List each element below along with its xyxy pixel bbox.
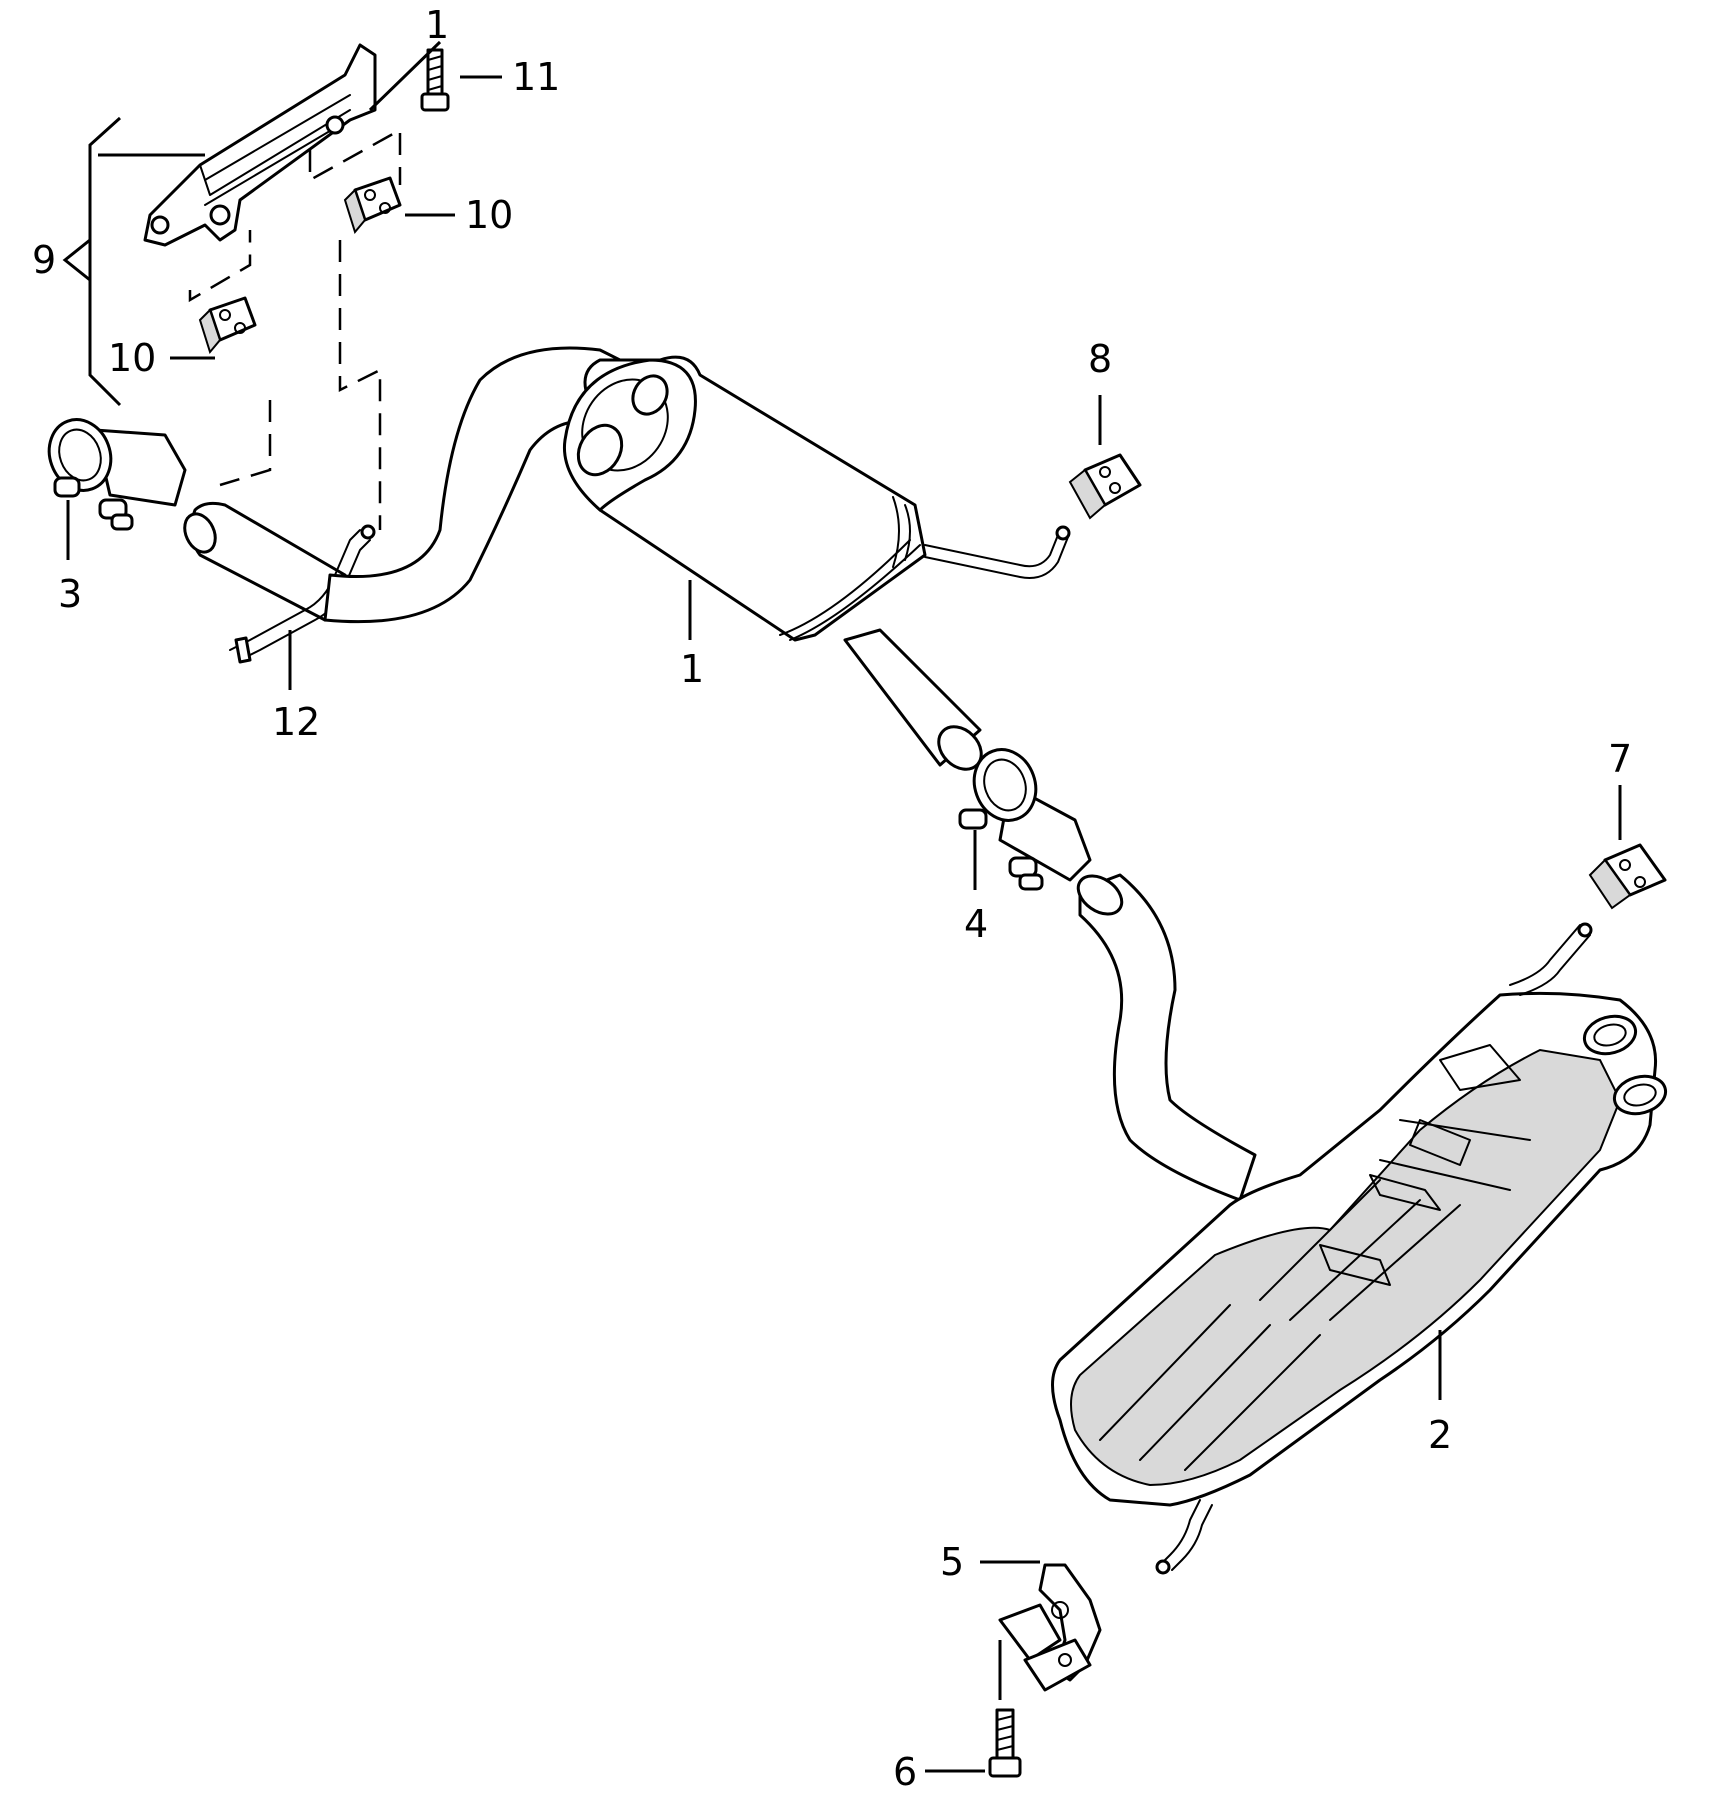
callout-8: 8 [1088, 337, 1112, 381]
silencer-outlet-pipe [843, 628, 983, 771]
bolt-11 [420, 48, 450, 112]
callout-11: 11 [512, 55, 560, 99]
clamp-3 [47, 418, 187, 531]
bolt-6 [988, 1708, 1022, 1778]
bracket-5 [998, 1563, 1102, 1692]
rear-pipe [1076, 873, 1257, 1202]
callouts: 1 11 10 9 10 3 12 1 8 7 4 2 5 6 [32, 3, 1632, 1794]
callout-7: 7 [1608, 737, 1632, 781]
leader-lines [62, 40, 1622, 1773]
callout-10-upper: 10 [465, 193, 513, 237]
clamp-4 [958, 748, 1092, 891]
callout-1: 1 [680, 647, 704, 691]
centre-silencer [562, 355, 1071, 642]
callout-6: 6 [893, 1750, 917, 1794]
callout-5: 5 [940, 1540, 964, 1584]
rubber-mount-8 [1068, 453, 1142, 520]
rubber-mount-10-upper [343, 176, 402, 235]
bracket-assembly [143, 43, 402, 303]
callout-2: 2 [1428, 1413, 1452, 1457]
callout-10-lower: 10 [108, 336, 156, 380]
rubber-mount-7 [1588, 843, 1667, 910]
callout-4: 4 [964, 902, 988, 946]
callout-12: 12 [272, 700, 320, 744]
rear-silencer [1051, 922, 1668, 1575]
rubber-mount-10-lower [198, 296, 257, 355]
callout-9: 9 [32, 238, 56, 282]
callout-1-top: 1 [425, 3, 449, 47]
callout-3: 3 [58, 572, 82, 616]
